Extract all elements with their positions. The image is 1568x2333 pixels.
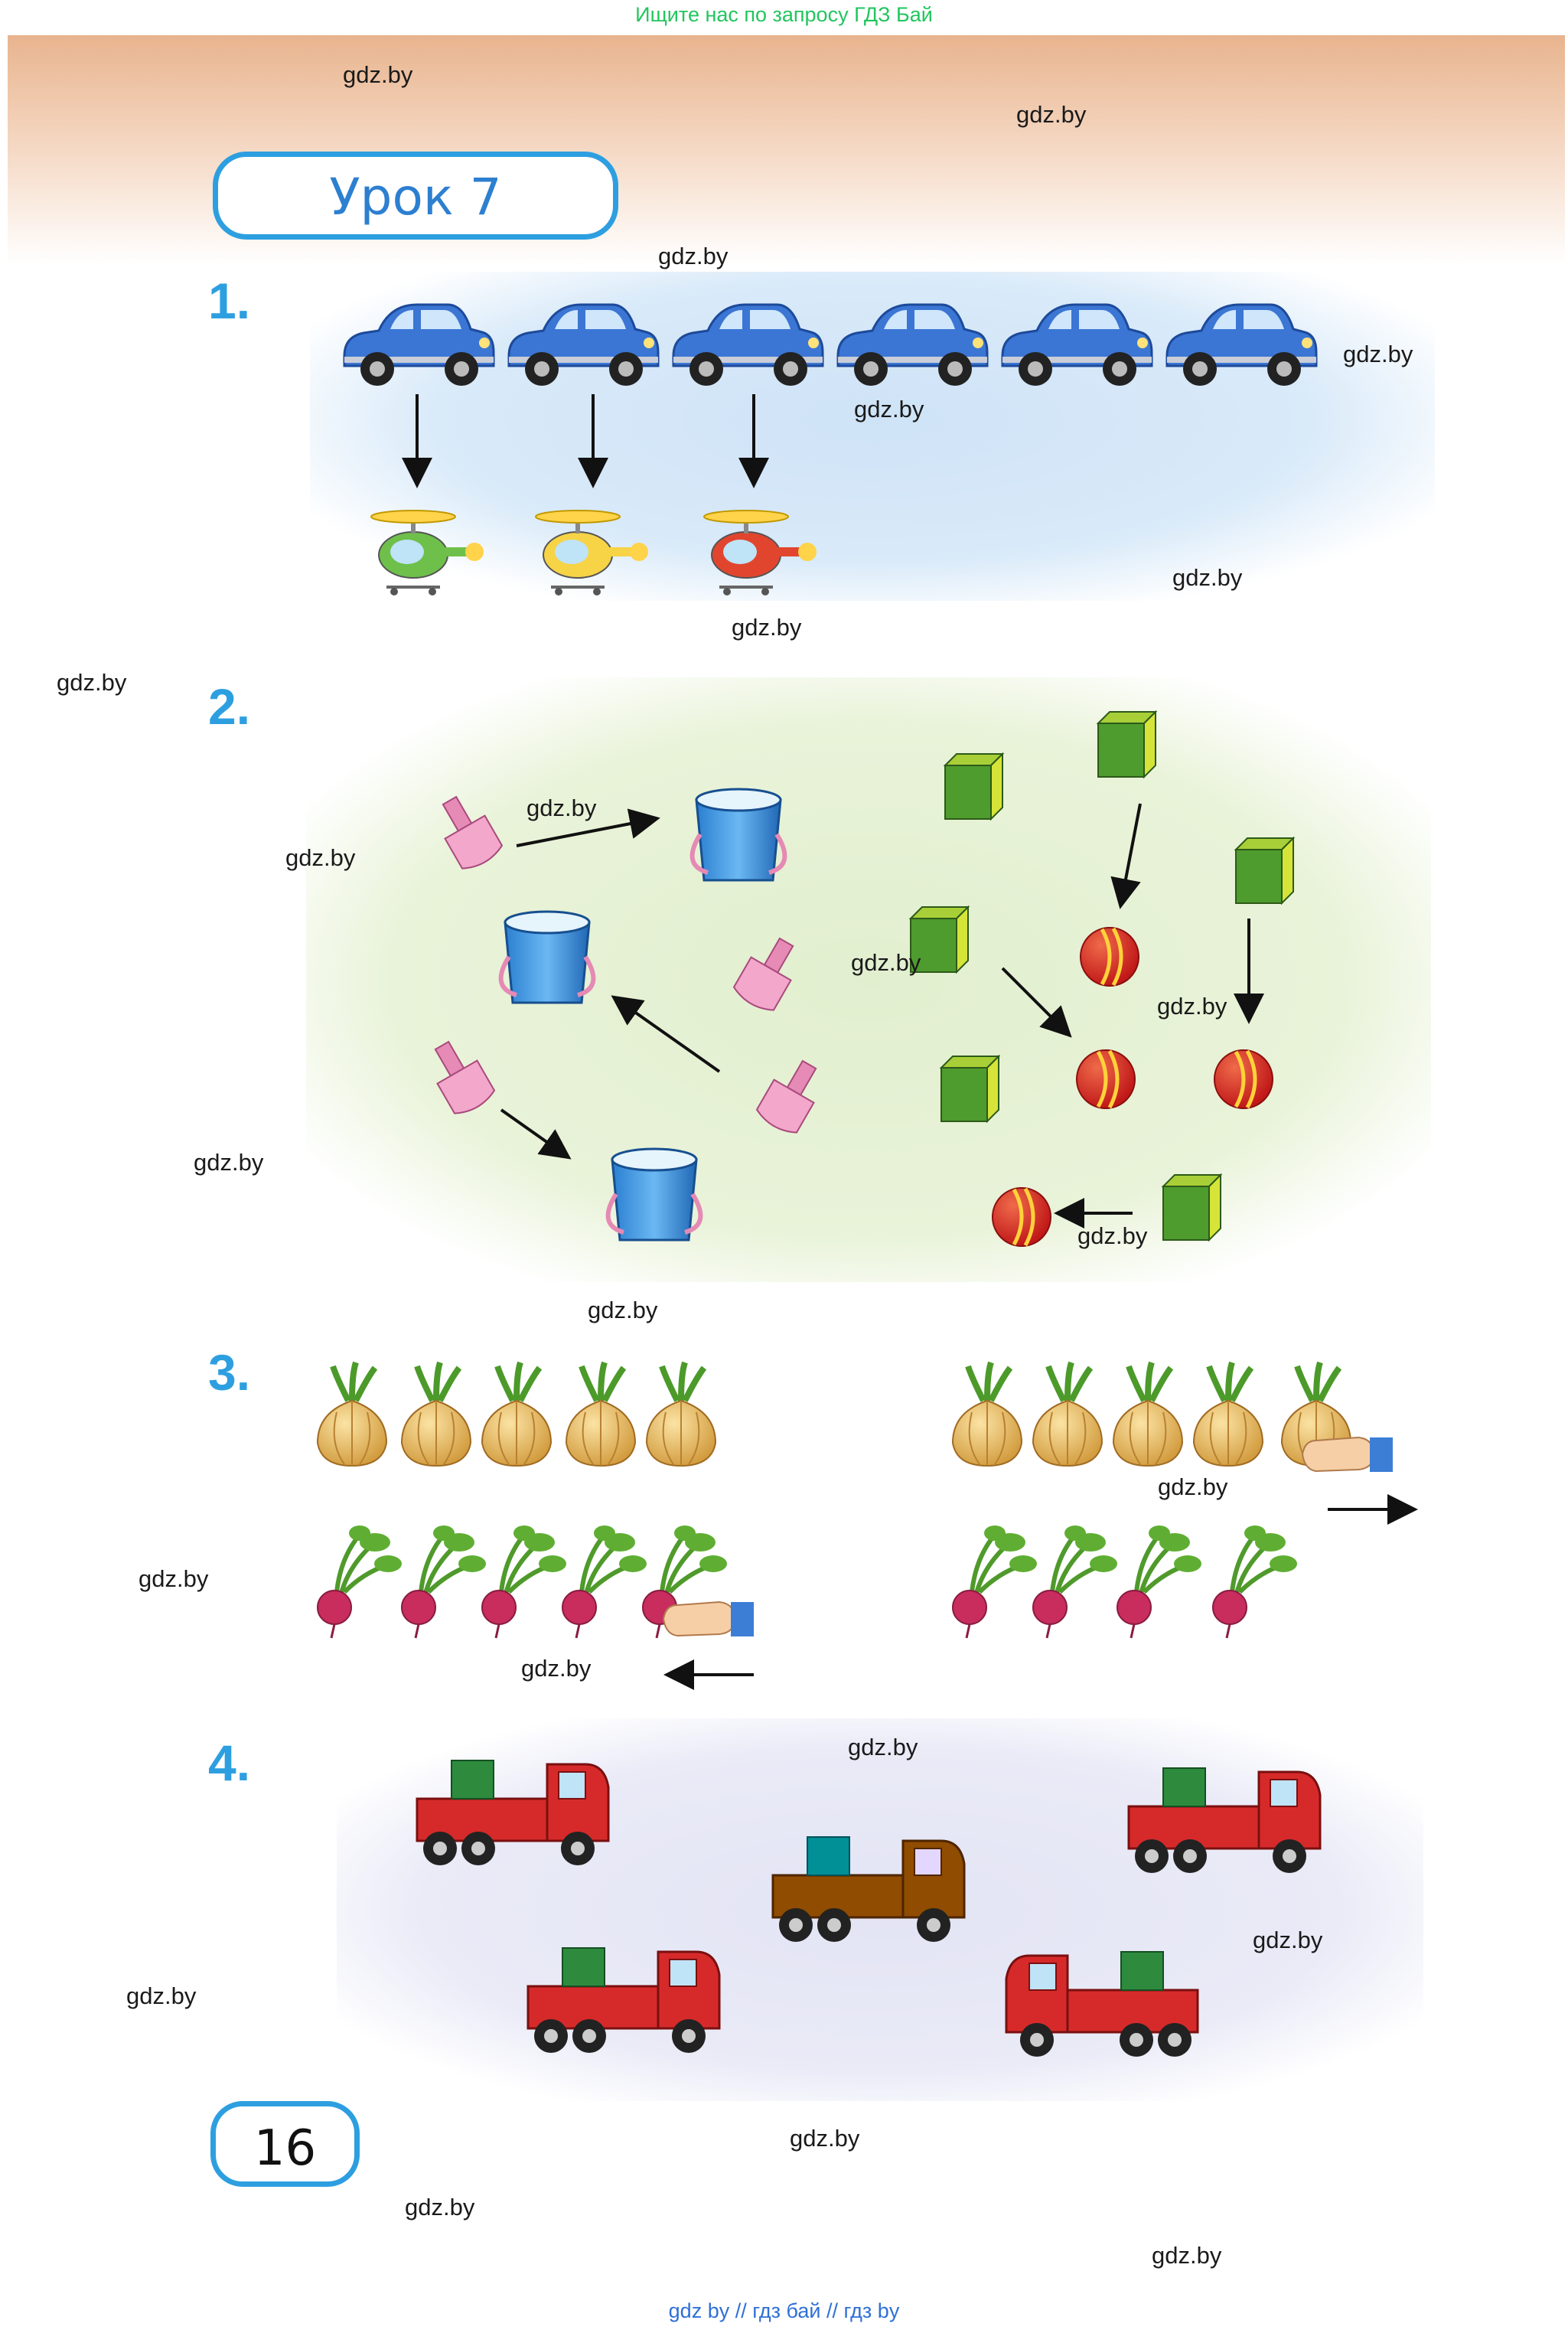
shovel-3 bbox=[421, 1033, 498, 1120]
truck-3 bbox=[1127, 1767, 1322, 1875]
car-1 bbox=[343, 303, 495, 387]
watermark: gdz.by bbox=[1343, 341, 1413, 367]
watermark: gdz.by bbox=[1077, 1222, 1148, 1249]
bucket-1 bbox=[693, 789, 785, 880]
watermark: gdz.by bbox=[848, 1734, 918, 1760]
watermark: gdz.by bbox=[405, 2194, 475, 2220]
cube-1 bbox=[944, 753, 1003, 820]
task2-panel bbox=[306, 677, 1431, 1282]
task-number-1: 1. bbox=[208, 272, 251, 329]
cube-6 bbox=[1162, 1174, 1221, 1241]
watermark: gdz.by bbox=[851, 949, 921, 976]
cube-5 bbox=[940, 1056, 999, 1122]
cube-3 bbox=[1235, 837, 1294, 904]
hand-right bbox=[1302, 1437, 1394, 1473]
watermark: gdz.by bbox=[658, 243, 729, 269]
watermark: gdz.by bbox=[343, 61, 413, 88]
shovel-2 bbox=[730, 930, 807, 1016]
task-number-2: 2. bbox=[208, 678, 251, 735]
lesson-title: Урок 7 bbox=[329, 168, 502, 227]
watermark: gdz.by bbox=[57, 669, 127, 696]
car-6 bbox=[1165, 303, 1318, 387]
ball-4 bbox=[993, 1188, 1051, 1246]
helicopter-red bbox=[703, 509, 818, 597]
page-number-box: 16 bbox=[210, 2101, 360, 2187]
lesson-title-box: Урок 7 bbox=[213, 152, 618, 240]
shovel-1 bbox=[429, 788, 506, 875]
ball-3 bbox=[1214, 1050, 1273, 1108]
footer-link-1[interactable]: gdz by bbox=[668, 2299, 730, 2322]
watermark: gdz.by bbox=[1158, 1473, 1228, 1500]
page-number: 16 bbox=[253, 2120, 317, 2177]
helicopter-green bbox=[370, 509, 485, 597]
watermark: gdz.by bbox=[526, 795, 597, 821]
footer-bar bbox=[0, 2292, 1568, 2333]
footer-links: gdz by // гдз бай // гдз by bbox=[0, 2299, 1568, 2323]
footer-link-3[interactable]: гдз by bbox=[843, 2299, 900, 2322]
watermark: gdz.by bbox=[126, 1982, 197, 2009]
bucket-3 bbox=[608, 1149, 701, 1240]
watermark: gdz.by bbox=[1253, 1927, 1323, 1953]
watermark: gdz.by bbox=[854, 396, 924, 423]
task-number-4: 4. bbox=[208, 1734, 251, 1791]
footer-link-2[interactable]: гдз бай bbox=[752, 2299, 821, 2322]
watermark: gdz.by bbox=[1157, 993, 1227, 1020]
car-3 bbox=[672, 303, 824, 387]
watermark: gdz.by bbox=[285, 844, 356, 871]
cube-2 bbox=[1097, 711, 1156, 778]
helicopter-yellow bbox=[534, 509, 650, 597]
car-4 bbox=[836, 303, 989, 387]
shovel-4 bbox=[753, 1052, 830, 1139]
watermark: gdz.by bbox=[1172, 564, 1243, 591]
task-number-3: 3. bbox=[208, 1344, 251, 1401]
watermark: gdz.by bbox=[1016, 101, 1087, 128]
watermark: gdz.by bbox=[588, 1297, 658, 1323]
watermark: gdz.by bbox=[139, 1565, 209, 1592]
top-banner-bar bbox=[0, 0, 1568, 35]
car-2 bbox=[507, 303, 660, 387]
top-banner-link[interactable]: Ищите нас по запросу ГДЗ Бай bbox=[635, 3, 933, 26]
truck-4 bbox=[526, 1946, 721, 2054]
footer-separator: // bbox=[826, 2299, 839, 2322]
truck-1 bbox=[416, 1759, 610, 1867]
watermark: gdz.by bbox=[790, 2125, 860, 2152]
watermark: gdz.by bbox=[1152, 2242, 1222, 2269]
hand-left bbox=[663, 1601, 755, 1637]
car-5 bbox=[1001, 303, 1153, 387]
watermark: gdz.by bbox=[194, 1149, 264, 1176]
ball-2 bbox=[1077, 1050, 1135, 1108]
truck-5 bbox=[1005, 1950, 1199, 2058]
bucket-2 bbox=[501, 912, 594, 1003]
truck-yellow bbox=[771, 1835, 966, 1943]
watermark: gdz.by bbox=[521, 1655, 592, 1682]
footer-separator: // bbox=[735, 2299, 747, 2322]
watermark: gdz.by bbox=[732, 614, 802, 641]
ball-1 bbox=[1081, 928, 1139, 986]
